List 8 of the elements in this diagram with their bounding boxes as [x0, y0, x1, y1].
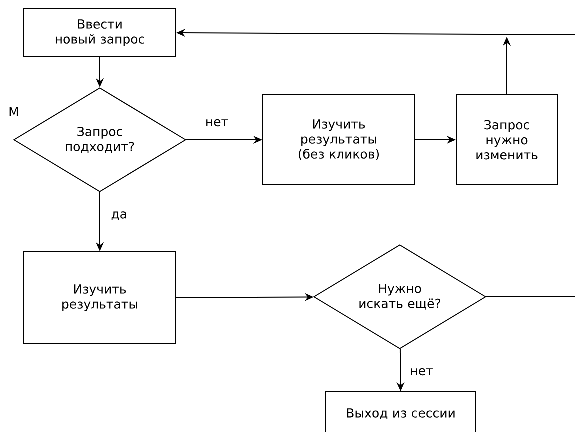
process-box: Запрос нужно изменить [456, 94, 558, 186]
edge-label: нет [204, 118, 230, 128]
process-box: Ввести новый запрос [24, 8, 176, 58]
process-box: Изучить результаты (без кликов) [262, 94, 416, 186]
process-box: Изучить результаты [24, 252, 176, 344]
edge-label: нет [409, 367, 434, 377]
edge-label: да [110, 210, 128, 222]
process-box: Выход из сессии [326, 392, 476, 432]
